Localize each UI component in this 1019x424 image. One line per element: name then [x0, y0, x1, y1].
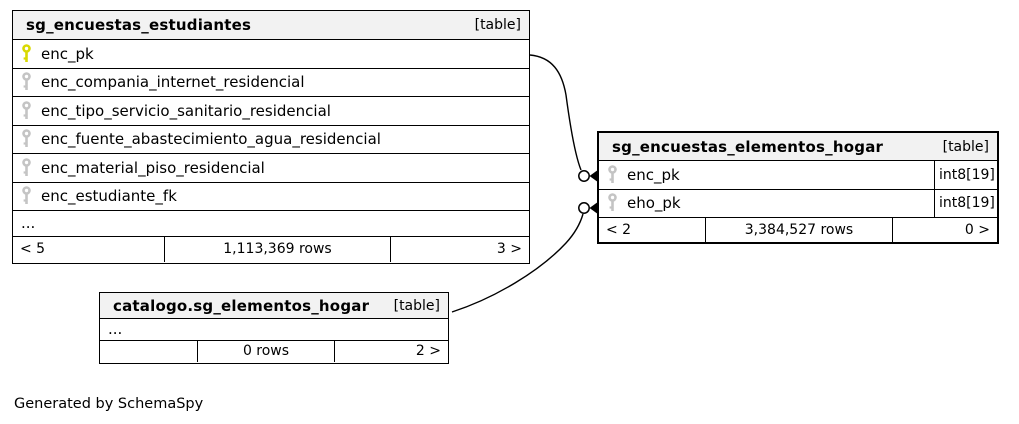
footer-children-count: 2 >	[415, 343, 441, 360]
table-row-ellipsis: ...	[13, 210, 529, 236]
table-row: enc_pk	[13, 39, 529, 68]
table-header: sg_encuestas_elementos_hogar [table]	[599, 133, 997, 160]
table-header: sg_encuestas_estudiantes [table]	[13, 11, 529, 39]
table-title[interactable]: sg_encuestas_estudiantes	[26, 16, 252, 34]
fk-edge-eho-pk	[451, 213, 584, 313]
footer-children-count: 0 >	[964, 221, 990, 238]
table-node-catalogo-sg-elementos-hogar: catalogo.sg_elementos_hogar [table] ... …	[99, 292, 449, 364]
fk-odot-enc-pk	[578, 170, 590, 182]
key-icon	[608, 164, 617, 183]
key-icon	[22, 129, 31, 148]
footer-parents-count	[100, 341, 197, 363]
column-name: enc_compania_internet_residencial	[41, 73, 305, 92]
table-row-ellipsis: ...	[100, 318, 448, 340]
footer-row-count: 0 rows	[197, 340, 335, 362]
table-footer: < 2 3,384,527 rows 0 >	[599, 217, 997, 242]
key-icon	[22, 72, 31, 91]
table-badge: [table]	[474, 17, 521, 33]
fk-arrowhead-enc-pk	[589, 169, 599, 183]
table-footer: 0 rows 2 >	[100, 339, 448, 363]
footer-row-count: 3,384,527 rows	[705, 218, 893, 242]
column-name: enc_material_piso_residencial	[41, 158, 265, 177]
key-icon	[608, 193, 617, 212]
ellipsis-label: ...	[108, 320, 123, 339]
footer-row-count: 1,113,369 rows	[164, 236, 391, 262]
table-header: catalogo.sg_elementos_hogar [table]	[100, 293, 448, 318]
table-row: eho_pk int8[19]	[599, 188, 997, 217]
fk-arrowhead-eho-pk	[589, 201, 599, 215]
table-node-sg-encuestas-elementos-hogar: sg_encuestas_elementos_hogar [table] enc…	[597, 131, 999, 244]
footer-parents-count: < 5	[20, 241, 46, 258]
column-name: enc_tipo_servicio_sanitario_residencial	[41, 101, 331, 120]
generator-credit: Generated by SchemaSpy	[14, 396, 204, 412]
fk-edge-enc-pk	[529, 54, 582, 171]
ellipsis-label: ...	[21, 214, 36, 233]
key-icon	[22, 100, 31, 119]
column-type: int8[19]	[934, 161, 997, 189]
footer-children-count: 3 >	[496, 241, 522, 258]
table-row: enc_pk int8[19]	[599, 160, 997, 189]
primary-key-icon	[22, 43, 31, 62]
table-row: enc_compania_internet_residencial	[13, 67, 529, 96]
table-row: enc_tipo_servicio_sanitario_residencial	[13, 96, 529, 125]
key-icon	[22, 157, 31, 176]
table-node-sg-encuestas-estudiantes: sg_encuestas_estudiantes [table] enc_pk …	[12, 10, 530, 264]
table-badge: [table]	[393, 297, 440, 314]
footer-parents-count: < 2	[606, 221, 632, 238]
column-name: enc_pk	[41, 44, 94, 63]
table-title[interactable]: sg_encuestas_elementos_hogar	[612, 137, 884, 156]
table-badge: [table]	[942, 138, 989, 155]
table-row: enc_material_piso_residencial	[13, 153, 529, 182]
table-footer: < 5 1,113,369 rows 3 >	[13, 235, 529, 262]
column-name: eho_pk	[627, 194, 681, 213]
fk-odot-eho-pk	[578, 202, 590, 214]
column-name: enc_fuente_abastecimiento_agua_residenci…	[41, 130, 381, 149]
table-title[interactable]: catalogo.sg_elementos_hogar	[113, 296, 370, 315]
column-name: enc_estudiante_fk	[41, 187, 177, 206]
column-type: int8[19]	[934, 189, 997, 217]
key-icon	[22, 186, 31, 205]
table-row: enc_estudiante_fk	[13, 181, 529, 210]
table-row: enc_fuente_abastecimiento_agua_residenci…	[13, 124, 529, 153]
column-name: enc_pk	[627, 165, 680, 184]
